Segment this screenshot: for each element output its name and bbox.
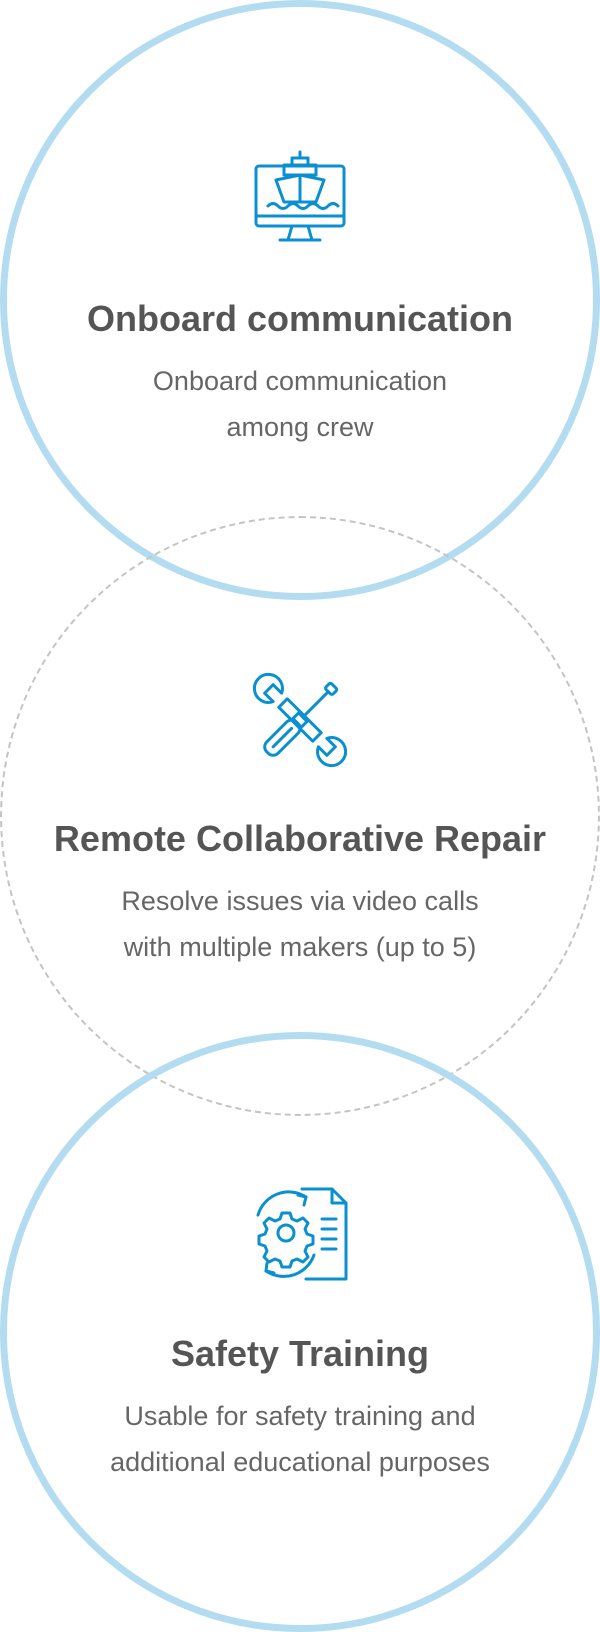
feature-description-line: with multiple makers (up to 5) xyxy=(123,932,477,962)
feature-description-line: additional educational purposes xyxy=(110,1447,490,1477)
feature-description-line: among crew xyxy=(226,412,374,442)
feature-onboard-communication: Onboard communication Onboard communicat… xyxy=(0,150,600,450)
feature-remote-repair: Remote Collaborative Repair Resolve issu… xyxy=(0,670,600,970)
feature-description-line: Resolve issues via video calls xyxy=(121,886,479,916)
feature-description-line: Onboard communication xyxy=(152,366,448,396)
feature-safety-training: Safety Training Usable for safety traini… xyxy=(0,1185,600,1485)
gear-document-icon xyxy=(256,1187,348,1281)
wrench-screwdriver-icon xyxy=(252,672,348,768)
feature-description: Usable for safety training and additiona… xyxy=(0,1393,600,1485)
feature-title: Safety Training xyxy=(170,1333,430,1374)
feature-description: Onboard communication among crew xyxy=(0,358,600,450)
ship-monitor-icon xyxy=(254,150,346,242)
feature-description: Resolve issues via video calls with mult… xyxy=(0,878,600,970)
feature-title: Onboard communication xyxy=(86,298,514,339)
feature-title: Remote Collaborative Repair xyxy=(53,818,547,859)
feature-circle-training xyxy=(0,1032,600,1632)
feature-description-line: Usable for safety training and xyxy=(124,1401,476,1431)
